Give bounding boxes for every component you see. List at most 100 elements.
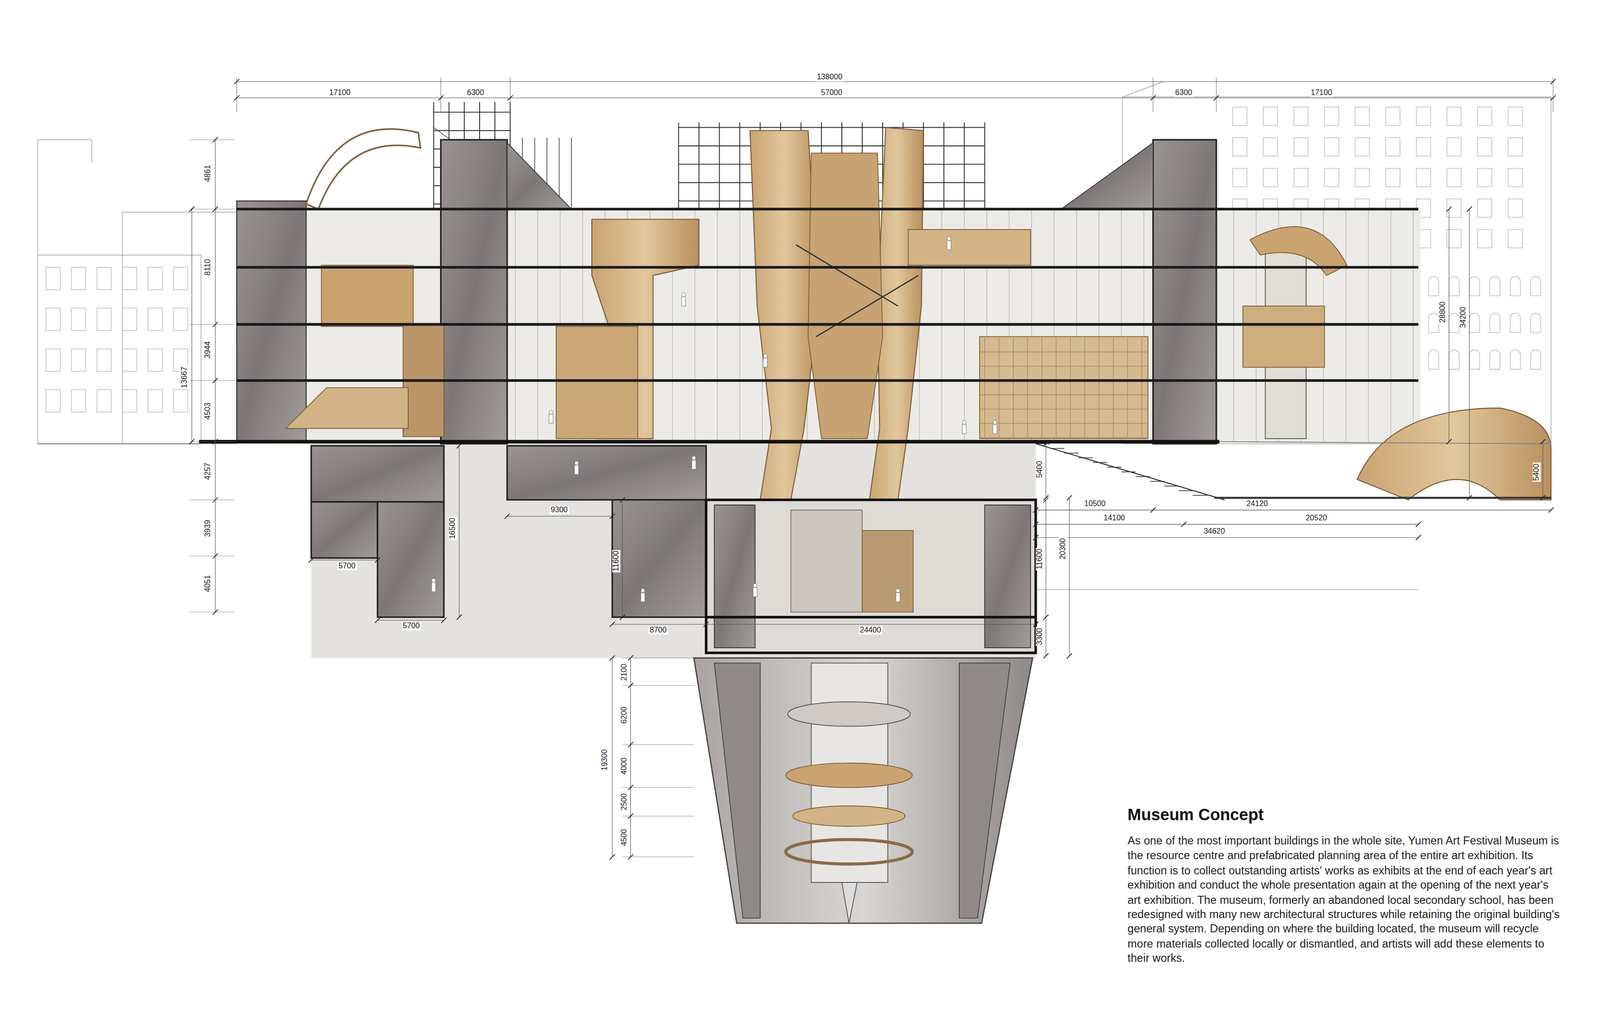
- scaffold: [718, 122, 720, 210]
- dimension-label: 10500: [1083, 500, 1107, 509]
- extension-line: [189, 499, 235, 501]
- dimension-tick: [609, 655, 616, 661]
- scaffold: [433, 130, 511, 132]
- dimension-tick: [375, 557, 381, 563]
- wood-crates: [979, 394, 1148, 396]
- wood-ring: [792, 806, 906, 827]
- arched-window: [1428, 276, 1439, 297]
- dimension-label: 20520: [1304, 514, 1329, 523]
- extension-line: [189, 441, 235, 443]
- extension-line: [622, 744, 694, 746]
- dimension-tick: [1548, 507, 1554, 513]
- wood-crates: [979, 351, 1148, 353]
- street-building: [37, 139, 39, 256]
- window: [1416, 137, 1431, 157]
- window: [1385, 168, 1400, 187]
- window: [1232, 137, 1247, 157]
- dimension-tick: [456, 614, 463, 620]
- wood-ring: [785, 839, 913, 865]
- figure: [692, 456, 696, 461]
- dimension-label: 13667: [180, 366, 189, 390]
- window: [147, 348, 163, 372]
- figure: [549, 410, 553, 415]
- figure: [896, 592, 901, 602]
- dimension-line: [311, 559, 378, 561]
- window: [46, 267, 61, 290]
- dimension-label: 4051: [203, 574, 213, 594]
- figure: [640, 592, 646, 602]
- dimension-label: 5700: [401, 622, 421, 631]
- dimension-tick: [609, 513, 616, 520]
- window: [1232, 168, 1247, 187]
- dimension-label: 34620: [1202, 527, 1226, 536]
- dimension-tick: [1043, 653, 1049, 659]
- arched-window: [1489, 276, 1500, 297]
- street-building: [37, 139, 92, 141]
- extension-line: [189, 324, 235, 325]
- scaffold: [698, 122, 700, 210]
- figure: [574, 461, 579, 466]
- dimension-label: 2500: [620, 792, 629, 812]
- extension-line: [1215, 77, 1217, 113]
- dimension-line: [236, 81, 1553, 82]
- dimension-label: 24400: [858, 626, 883, 635]
- window: [122, 267, 137, 290]
- window: [1446, 137, 1462, 157]
- concrete-wall: [507, 143, 572, 210]
- figure: [431, 582, 436, 592]
- dimension-label: 2100: [620, 663, 629, 683]
- dimension-label: 24120: [1245, 500, 1269, 509]
- dimension-label: 8700: [648, 626, 668, 635]
- dimension-line: [706, 624, 1036, 625]
- window: [173, 267, 188, 290]
- scaffold: [570, 137, 572, 210]
- figure: [574, 465, 579, 475]
- dimension-tick: [1540, 495, 1546, 501]
- figure: [691, 460, 696, 470]
- lower-ground: [1214, 496, 1552, 499]
- dimension-label: 9300: [549, 506, 569, 515]
- dimension-tick: [504, 513, 511, 520]
- street-building: [37, 255, 201, 444]
- dimension-line: [458, 445, 460, 618]
- arched-window: [1530, 349, 1541, 370]
- dimension-label: 3944: [203, 340, 213, 360]
- window: [71, 389, 86, 413]
- dimension-label: 14100: [1102, 514, 1127, 523]
- arched-window: [1469, 276, 1480, 297]
- scaffold: [678, 126, 985, 128]
- window: [96, 308, 112, 331]
- dimension-tick: [1033, 507, 1039, 513]
- window: [46, 389, 61, 413]
- basement-room: [311, 501, 378, 559]
- dimension-tick: [1033, 521, 1039, 528]
- window: [96, 389, 112, 413]
- floor-slab: [236, 379, 1419, 383]
- wood-crates: [979, 408, 1148, 410]
- window: [173, 389, 188, 413]
- window: [1446, 106, 1462, 126]
- concrete-tower: [1153, 139, 1217, 444]
- wood-sculpture: [556, 326, 638, 439]
- basement-room: [377, 501, 444, 618]
- scaffold: [433, 111, 511, 113]
- dimension-tick: [1540, 439, 1546, 445]
- dimension-line: [1069, 498, 1070, 657]
- basement-interior: [311, 443, 1036, 659]
- extension-line: [189, 380, 235, 381]
- extension-line: [440, 77, 442, 113]
- dimension-tick: [1066, 653, 1072, 659]
- dimension-label: 5400: [1532, 462, 1541, 482]
- extension-line: [622, 816, 694, 817]
- dimension-label: 34200: [1459, 305, 1468, 329]
- window: [122, 308, 137, 331]
- extension-line: [1152, 77, 1154, 113]
- window: [147, 389, 163, 413]
- street-building: [91, 139, 93, 164]
- dimension-label: 3939: [203, 519, 213, 539]
- dimension-tick: [1181, 521, 1187, 528]
- dimension-tick: [619, 497, 626, 503]
- basement-slab: [706, 616, 1036, 619]
- extension-line: [622, 657, 694, 659]
- floor-slab: [236, 323, 1419, 327]
